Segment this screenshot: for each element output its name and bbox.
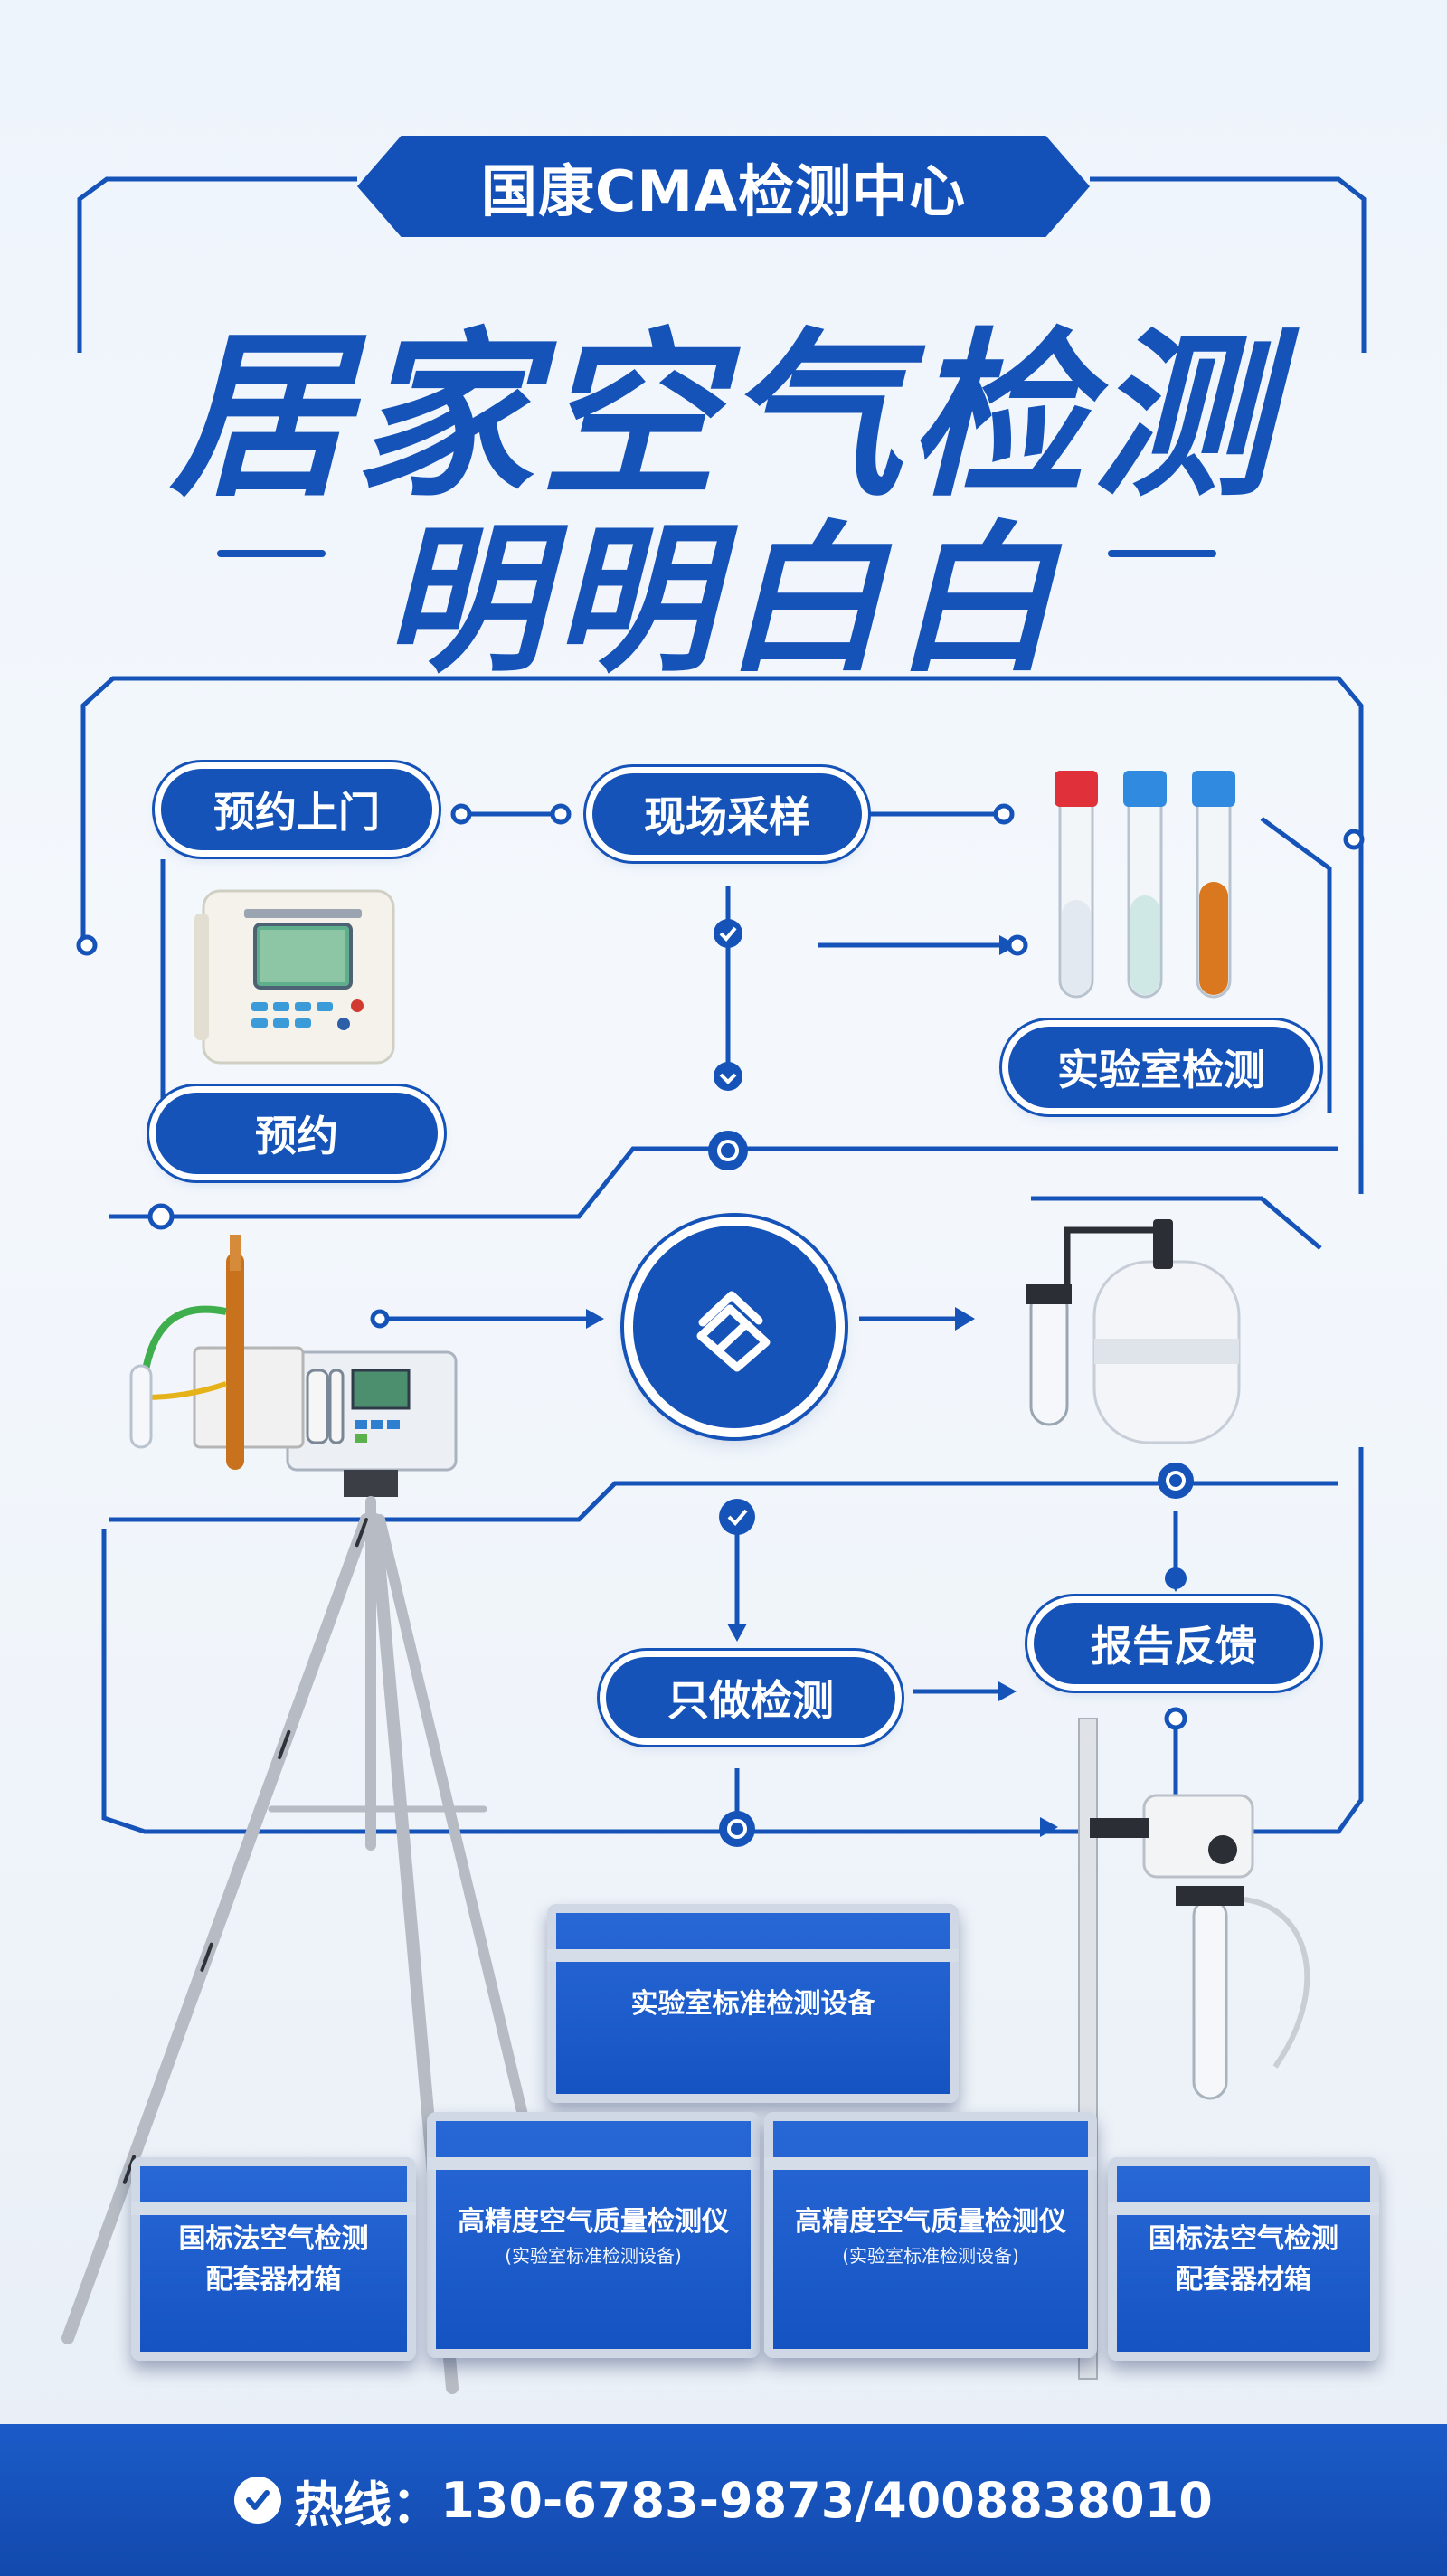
center-badge: 国康CMA检测中心 — [357, 136, 1090, 237]
step-onsite-sampling[interactable]: 现场采样 — [592, 773, 862, 855]
headline-line2: 明明白白 — [383, 507, 1064, 694]
case-bottom-left-label: 国标法空气检测 — [178, 2222, 369, 2255]
divider-right — [1108, 550, 1216, 557]
hotline-separator: / — [855, 2471, 874, 2529]
case-lab-equipment: 实验室标准检测设备 — [547, 1904, 959, 2103]
hotline-phone-2[interactable]: 4008838010 — [873, 2471, 1213, 2529]
case-mid-right-sub: (实验室标准检测设备) — [842, 2244, 1019, 2267]
air-meter-illustration — [194, 889, 395, 1065]
headline-line1: 居家空气检测 — [170, 312, 1277, 521]
step-book[interactable]: 预约 — [156, 1093, 438, 1174]
sampler-pump-illustration — [129, 1235, 458, 1472]
case-meter-left: 高精度空气质量检测仪 (实验室标准检测设备) — [427, 2112, 760, 2358]
case-bottom-right-label: 国标法空气检测 — [1149, 2222, 1338, 2255]
case-mid-left-label: 高精度空气质量检测仪 — [458, 2205, 729, 2238]
hotline-label: 热线： — [294, 2476, 441, 2533]
case-meter-right: 高精度空气质量检测仪 (实验室标准检测设备) — [764, 2112, 1097, 2358]
test-tubes-illustration — [1055, 771, 1235, 999]
case-kit-right: 国标法空气检测 配套器材箱 — [1108, 2157, 1379, 2361]
step-report-feedback[interactable]: 报告反馈 — [1034, 1603, 1314, 1684]
step-testing-only[interactable]: 只做检测 — [606, 1657, 895, 1738]
case-mid-right-label: 高精度空气质量检测仪 — [795, 2205, 1066, 2238]
case-mid-left-sub: (实验室标准检测设备) — [505, 2244, 682, 2267]
divider-left — [217, 550, 326, 557]
stand-sampler-illustration — [1026, 1219, 1241, 1444]
step-lab-testing[interactable]: 实验室检测 — [1008, 1027, 1314, 1108]
check-circle-icon — [234, 2477, 282, 2524]
case-top-label: 实验室标准检测设备 — [630, 1987, 875, 2020]
case-bottom-right-sub: 配套器材箱 — [1176, 2263, 1311, 2296]
footer-hotline: 热线： 130-6783-9873 / 4008838010 — [0, 2424, 1447, 2576]
case-bottom-left-sub: 配套器材箱 — [205, 2263, 342, 2296]
hotline-phone-1[interactable]: 130-6783-9873 — [440, 2471, 856, 2529]
document-stack-icon — [633, 1226, 836, 1428]
step-book-visit[interactable]: 预约上门 — [161, 769, 432, 850]
case-kit-left: 国标法空气检测 配套器材箱 — [131, 2157, 416, 2361]
